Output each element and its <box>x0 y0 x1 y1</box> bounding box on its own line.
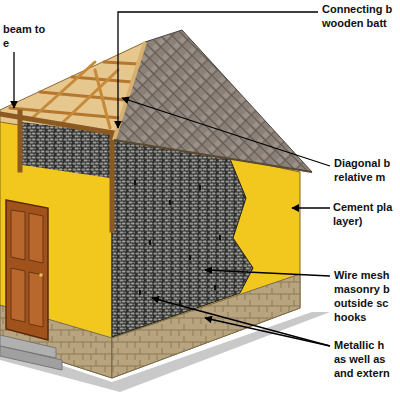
leader-line <box>118 12 318 128</box>
door-panel <box>11 210 25 260</box>
side-wall <box>112 132 300 378</box>
door-knob <box>39 273 43 277</box>
door-panel <box>29 213 43 263</box>
roof-eave <box>114 140 312 172</box>
callout-label: Connecting b wooden batt <box>322 2 396 30</box>
leader-line <box>152 298 330 346</box>
front-wall <box>0 118 112 378</box>
step <box>0 346 62 370</box>
metallic-hooks <box>135 180 220 305</box>
leader-line <box>122 98 330 166</box>
leader-line <box>292 207 330 208</box>
door-panel <box>11 268 25 322</box>
leader-line <box>205 270 330 276</box>
tie-beam <box>0 112 114 230</box>
callout-label: Wire mesh masonry b outside sc hooks <box>334 268 396 324</box>
leader-lines <box>14 12 330 346</box>
callout-label: Diagonal b relative m <box>334 156 396 184</box>
door <box>6 200 48 340</box>
callout-label: beam to e <box>3 22 51 50</box>
callout-label: Metallic h as well as and extern <box>334 338 396 380</box>
leader-line <box>13 52 14 108</box>
door-panel <box>29 272 43 327</box>
diagonal-braces <box>30 62 118 128</box>
leader-line <box>205 318 330 346</box>
callout-label: Cement pla layer) <box>333 200 397 228</box>
